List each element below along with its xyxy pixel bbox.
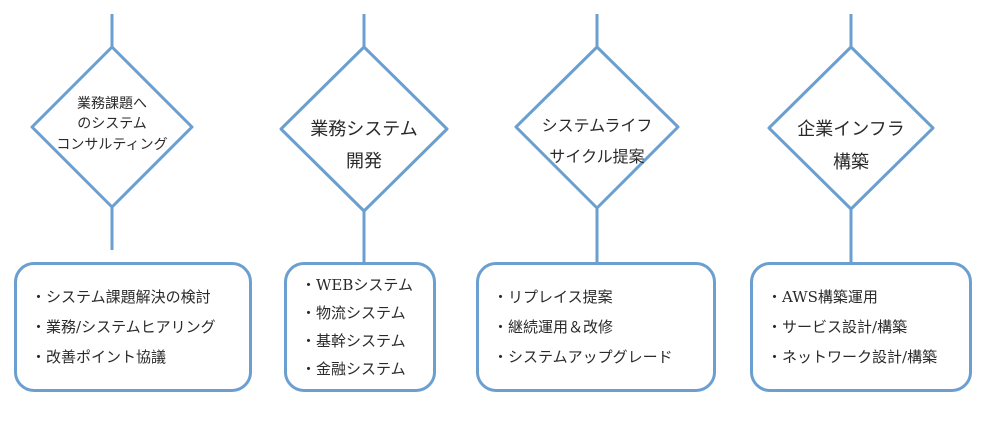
stage-2-details-box: WEBシステム 物流システム 基幹システム 金融システム xyxy=(284,262,436,392)
stage-4-item-2: サービス設計/構築 xyxy=(767,312,969,342)
stage-4-title-line-1: 企業インフラ xyxy=(797,119,904,140)
stage-3-item-2: 継続運用＆改修 xyxy=(493,312,713,342)
stage-4-details-box: AWS構築運用 サービス設計/構築 ネットワーク設計/構築 xyxy=(750,262,972,392)
stage-3-diamond xyxy=(514,45,680,210)
stage-1-item-3: 改善ポイント協議 xyxy=(31,342,249,372)
stage-4-title-line-2: 構築 xyxy=(833,152,869,173)
stage-1-item-1: システム課題解決の検討 xyxy=(31,282,249,312)
stage-1-details-box: システム課題解決の検討 業務/システムヒアリング 改善ポイント協議 xyxy=(14,262,252,392)
stage-1-title-line-3: コンサルティング xyxy=(56,137,167,153)
stage-3-item-1: リプレイス提案 xyxy=(493,282,713,312)
stage-2: 業務システム 開発 xyxy=(279,14,449,265)
stage-2-details-list: WEBシステム 物流システム 基幹システム 金融システム xyxy=(301,271,433,383)
stage-3-item-3: システムアップグレード xyxy=(493,342,713,372)
stage-3-title-line-1: システムライフ xyxy=(542,116,653,135)
stage-4-item-1: AWS構築運用 xyxy=(767,282,969,312)
stage-4-details-list: AWS構築運用 サービス設計/構築 ネットワーク設計/構築 xyxy=(767,282,969,372)
stage-2-title-line-2: 開発 xyxy=(346,151,382,172)
stage-3-details-list: リプレイス提案 継続運用＆改修 システムアップグレード xyxy=(493,282,713,372)
stage-2-item-3: 基幹システム xyxy=(301,327,433,355)
stage-1: 業務課題へ のシステム コンサルティング xyxy=(30,14,194,250)
stage-3-title-line-2: サイクル提案 xyxy=(549,147,644,166)
stage-4-item-3: ネットワーク設計/構築 xyxy=(767,342,969,372)
stage-1-title-line-2: のシステム xyxy=(77,116,147,132)
stage-1-details-list: システム課題解決の検討 業務/システムヒアリング 改善ポイント協議 xyxy=(31,282,249,372)
stage-3-details-box: リプレイス提案 継続運用＆改修 システムアップグレード xyxy=(476,262,716,392)
stage-3: システムライフ サイクル提案 xyxy=(514,14,680,265)
stage-1-diamond xyxy=(30,45,194,209)
stage-2-diamond xyxy=(279,45,449,213)
stage-2-item-2: 物流システム xyxy=(301,299,433,327)
stage-2-item-4: 金融システム xyxy=(301,355,433,383)
stage-4: 企業インフラ 構築 xyxy=(767,14,935,265)
stage-1-title-line-1: 業務課題へ xyxy=(77,96,147,112)
stage-1-item-2: 業務/システムヒアリング xyxy=(31,312,249,342)
stage-2-item-1: WEBシステム xyxy=(301,271,433,299)
stage-2-title-line-1: 業務システム xyxy=(310,119,417,140)
stage-4-diamond xyxy=(767,45,935,211)
